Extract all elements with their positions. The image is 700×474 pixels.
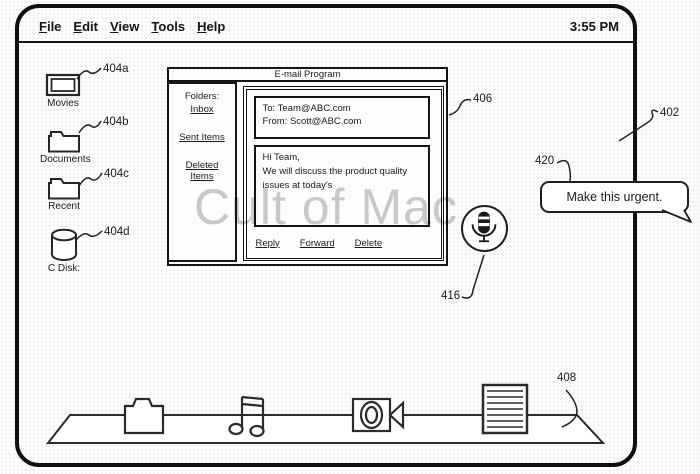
ref-404b: 404b <box>103 116 129 128</box>
email-body-line: issues at today's <box>262 179 333 191</box>
sidebar-item-label: Recent <box>48 201 80 212</box>
ref-404c: 404c <box>104 168 129 180</box>
folder-link-deleted-items[interactable]: Deleted Items <box>185 160 219 182</box>
microphone-icon <box>471 211 497 243</box>
email-body-line: We will discuss the product quality <box>262 165 408 177</box>
music-note-icon[interactable] <box>228 395 265 438</box>
menu-item-file[interactable]: File <box>39 18 62 34</box>
menu-item-tools[interactable]: Tools <box>151 18 186 34</box>
sidebar-item-movies[interactable]: Movies <box>42 73 84 109</box>
menu-item-help[interactable]: Help <box>197 18 226 34</box>
menu-item-view[interactable]: View <box>109 18 140 34</box>
folder-link-inbox[interactable]: Inbox <box>190 104 214 115</box>
bubble-tail <box>661 209 692 223</box>
email-message-pane-inner: To: Team@ABC.com From: Scott@ABC.com Hi … <box>245 88 442 259</box>
forward-link[interactable]: Forward <box>299 237 335 249</box>
ref-404a: 404a <box>103 63 129 75</box>
email-from-line: From: Scott@ABC.com <box>262 116 362 127</box>
menu-bar-separator <box>19 41 633 43</box>
folders-heading: Folders: <box>184 91 220 102</box>
folder-link-sent-items[interactable]: Sent Items <box>179 132 225 143</box>
document-icon[interactable] <box>481 383 529 435</box>
clock: 3:55 PM <box>569 18 619 34</box>
email-body-box[interactable]: Hi Team, We will discuss the product qua… <box>253 144 430 227</box>
email-message-pane: To: Team@ABC.com From: Scott@ABC.com Hi … <box>243 86 444 261</box>
video-camera-icon[interactable] <box>351 397 405 433</box>
movie-screen-icon <box>45 73 81 97</box>
email-header-box: To: Team@ABC.com From: Scott@ABC.com <box>253 95 430 139</box>
menu-bar: File Edit View Tools Help 3:55 PM <box>39 13 619 39</box>
voice-command-bubble: Make this urgent. <box>540 181 689 213</box>
email-folders-panel: Folders: Inbox Sent Items Deleted Items <box>169 82 237 262</box>
ref-402: 402 <box>660 107 680 119</box>
mic-button[interactable] <box>461 205 508 252</box>
folder-icon <box>48 131 80 153</box>
ref-420: 420 <box>535 155 555 167</box>
sidebar-item-documents[interactable]: Documents <box>40 127 91 165</box>
main-window: File Edit View Tools Help 3:55 PM <box>15 4 637 467</box>
voice-command-text: Make this urgent. <box>566 190 663 204</box>
sidebar-item-label: C Disk: <box>47 263 81 274</box>
ref-408: 408 <box>557 372 577 384</box>
dock <box>45 383 606 444</box>
email-program-window: E-mail Program Folders: Inbox Sent Items… <box>167 67 448 266</box>
sidebar-item-recent[interactable]: Recent <box>42 174 86 212</box>
delete-link[interactable]: Delete <box>354 237 383 249</box>
menu-item-edit[interactable]: Edit <box>73 18 98 34</box>
sidebar-item-label: Documents <box>40 154 91 165</box>
ref-406: 406 <box>473 93 493 105</box>
email-to-line: To: Team@ABC.com <box>262 102 351 114</box>
ref-416: 416 <box>441 290 461 302</box>
dock-shelf <box>45 414 606 444</box>
reply-link[interactable]: Reply <box>255 237 280 249</box>
folder-icon <box>48 178 80 200</box>
folder-icon[interactable] <box>123 397 165 435</box>
email-window-title: E-mail Program <box>169 69 446 82</box>
ref-404d: 404d <box>104 226 130 238</box>
sidebar-item-label: Movies <box>47 98 79 109</box>
email-actions: Reply Forward Delete <box>256 238 383 249</box>
email-body-line: Hi Team, <box>262 151 300 163</box>
